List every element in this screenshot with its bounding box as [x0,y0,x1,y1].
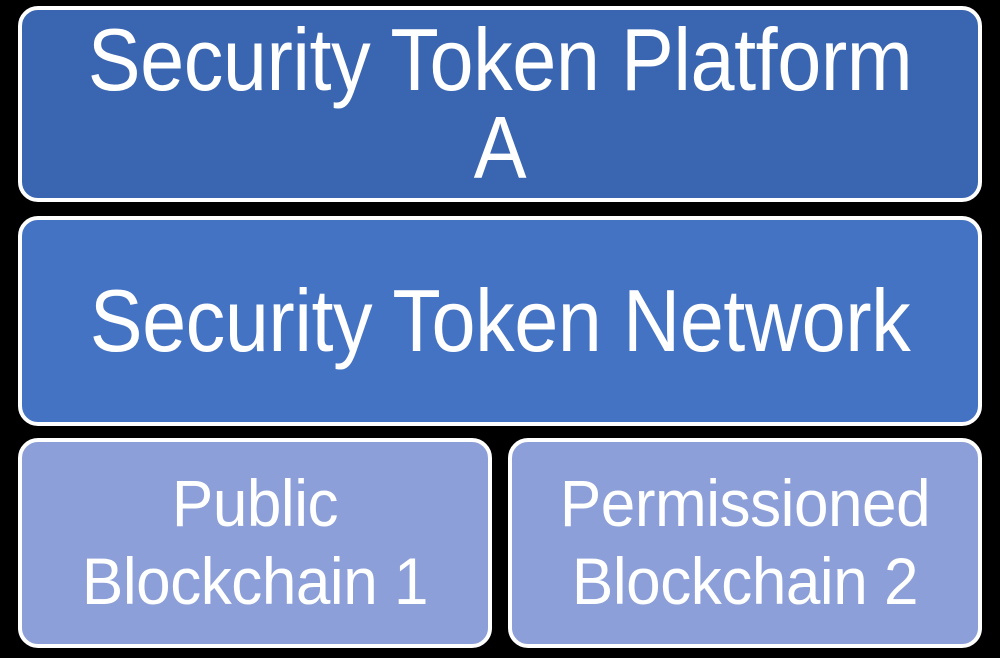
layer-box-public-blockchain[interactable]: Public Blockchain 1 [18,438,492,648]
layer-label-security-token-platform: Security Token Platform A [87,10,913,197]
layer-label-security-token-network: Security Token Network [89,271,911,370]
layer-label-permissioned-blockchain: Permissioned Blockchain 2 [559,466,931,618]
layer-box-security-token-network[interactable]: Security Token Network [18,216,982,426]
layer-box-security-token-platform[interactable]: Security Token Platform A [18,6,982,202]
layer-box-permissioned-blockchain[interactable]: Permissioned Blockchain 2 [508,438,982,648]
layer-label-public-blockchain: Public Blockchain 1 [81,466,429,618]
